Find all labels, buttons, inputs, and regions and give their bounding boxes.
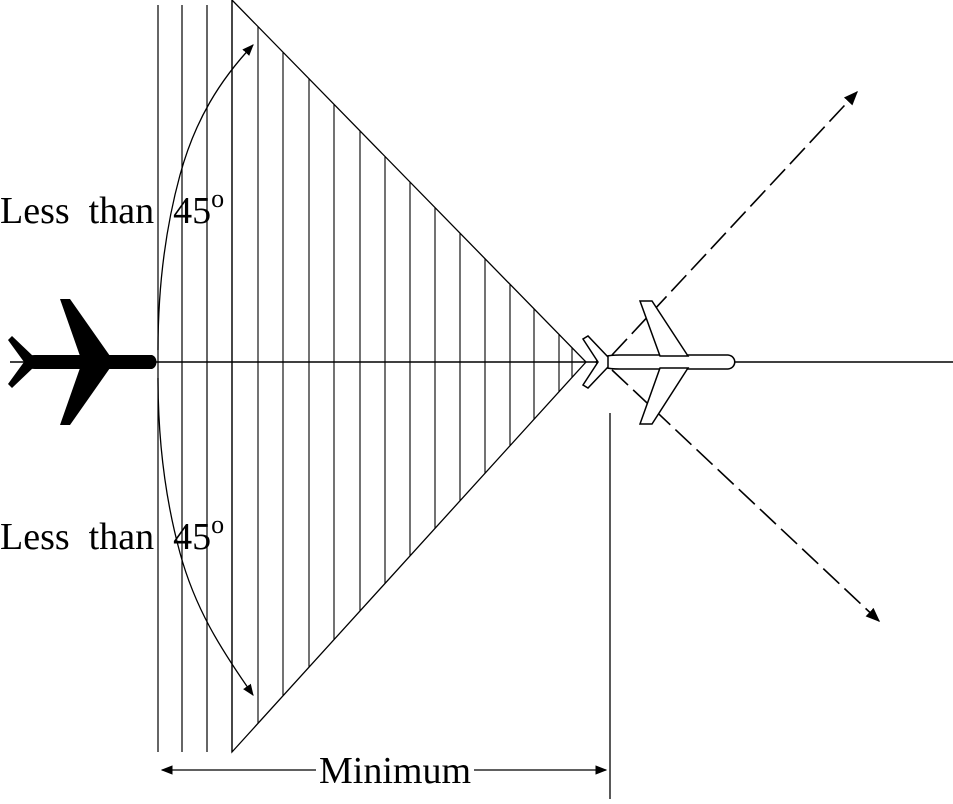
upper-angle-text: Less than 45 — [0, 190, 212, 232]
triangle-outline — [231, 0, 587, 754]
upper-angle-label: Less than 45o — [0, 186, 224, 232]
wake-triangle — [231, 0, 587, 754]
lower-angle-label: Less than 45o — [0, 512, 224, 558]
lead-aircraft-icon — [8, 299, 157, 425]
triangle-hatching — [257, 26, 573, 724]
wake-boundary-lines — [157, 0, 233, 752]
following-aircraft-icon — [581, 300, 736, 425]
lower-angle-arc — [157, 377, 254, 696]
lower-angle-text: Less than 45 — [0, 516, 212, 558]
minimum-distance-label: Minimum — [316, 752, 475, 790]
lower-angle-degree: o — [211, 510, 225, 539]
upper-angle-arc — [157, 44, 254, 351]
upper-angle-degree: o — [211, 184, 225, 213]
